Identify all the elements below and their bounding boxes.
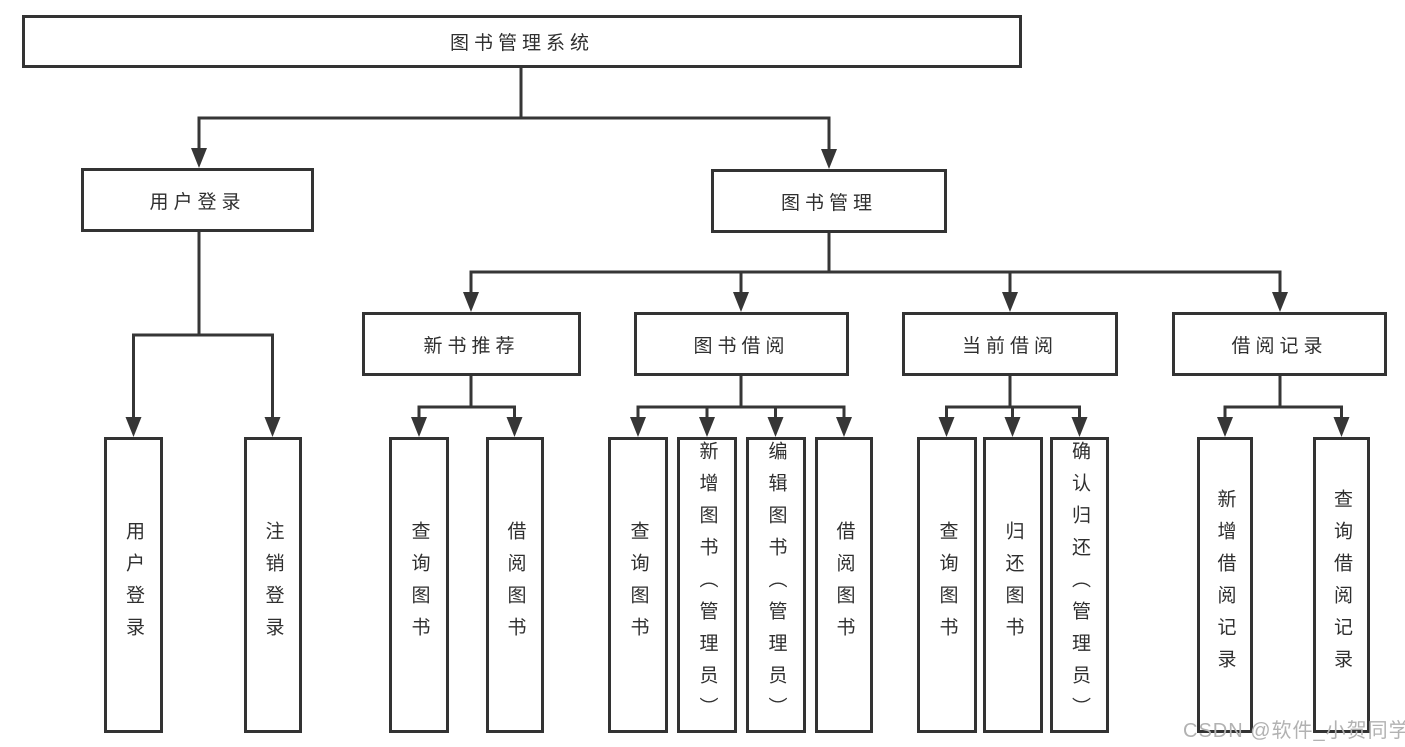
leaf-query-books-3: 查询图书 <box>917 437 977 733</box>
leaf-add-borrow-record-label: 新增借阅记录 <box>1214 489 1236 681</box>
node-borrow-records-label: 借阅记录 <box>1231 335 1328 357</box>
connector-borrow-to-leaves <box>630 374 852 437</box>
connector-current-to-leaves <box>938 374 1088 437</box>
leaf-return-books-label: 归还图书 <box>1002 521 1024 649</box>
leaf-logout: 注销登录 <box>244 437 302 733</box>
node-current-borrow-label: 当前借阅 <box>961 335 1058 357</box>
connector-root-to-level2 <box>191 66 837 169</box>
leaf-query-borrow-record: 查询借阅记录 <box>1313 437 1370 733</box>
leaf-borrow-books-2-label: 借阅图书 <box>833 521 855 649</box>
leaf-user-login-label: 用户登录 <box>123 521 144 649</box>
node-book-borrow: 图书借阅 <box>634 312 849 376</box>
node-user-login-label: 用户登录 <box>149 191 246 213</box>
node-library-system: 图书管理系统 <box>22 15 1022 68</box>
connector-records-to-leaves <box>1217 374 1350 437</box>
leaf-query-books-1-label: 查询图书 <box>408 521 430 649</box>
connector-user-login-to-leaves <box>125 230 281 437</box>
leaf-logout-label: 注销登录 <box>262 521 284 649</box>
leaf-query-books-3-label: 查询图书 <box>936 521 958 649</box>
leaf-user-login: 用户登录 <box>104 437 163 733</box>
leaf-borrow-books-2: 借阅图书 <box>815 437 873 733</box>
node-book-borrow-label: 图书借阅 <box>693 335 790 357</box>
leaf-borrow-books-1-label: 借阅图书 <box>504 521 526 649</box>
leaf-confirm-return-admin-label: 确认归还（管理员） <box>1069 441 1090 729</box>
watermark: CSDN @软件_小贺同学 <box>1183 720 1405 742</box>
node-user-login: 用户登录 <box>81 168 314 232</box>
leaf-query-books-1: 查询图书 <box>389 437 449 733</box>
leaf-add-borrow-record: 新增借阅记录 <box>1197 437 1253 733</box>
connector-book-mgmt-to-level3 <box>463 231 1288 312</box>
node-book-management-label: 图书管理 <box>780 192 877 214</box>
node-library-system-label: 图书管理系统 <box>449 33 594 54</box>
connector-recommend-to-leaves <box>411 374 523 437</box>
leaf-borrow-books-1: 借阅图书 <box>486 437 544 733</box>
node-book-management: 图书管理 <box>711 169 947 233</box>
leaf-query-borrow-record-label: 查询借阅记录 <box>1331 489 1352 681</box>
leaf-query-books-2: 查询图书 <box>608 437 668 733</box>
node-new-book-recommend-label: 新书推荐 <box>423 335 520 357</box>
node-current-borrow: 当前借阅 <box>902 312 1118 376</box>
leaf-edit-books-admin-label: 编辑图书（管理员） <box>765 441 787 729</box>
leaf-confirm-return-admin: 确认归还（管理员） <box>1050 437 1109 733</box>
leaf-edit-books-admin: 编辑图书（管理员） <box>746 437 806 733</box>
leaf-add-books-admin: 新增图书（管理员） <box>677 437 737 733</box>
leaf-return-books: 归还图书 <box>983 437 1043 733</box>
node-borrow-records: 借阅记录 <box>1172 312 1387 376</box>
leaf-query-books-2-label: 查询图书 <box>627 521 649 649</box>
leaf-add-books-admin-label: 新增图书（管理员） <box>696 441 718 729</box>
node-new-book-recommend: 新书推荐 <box>362 312 581 376</box>
